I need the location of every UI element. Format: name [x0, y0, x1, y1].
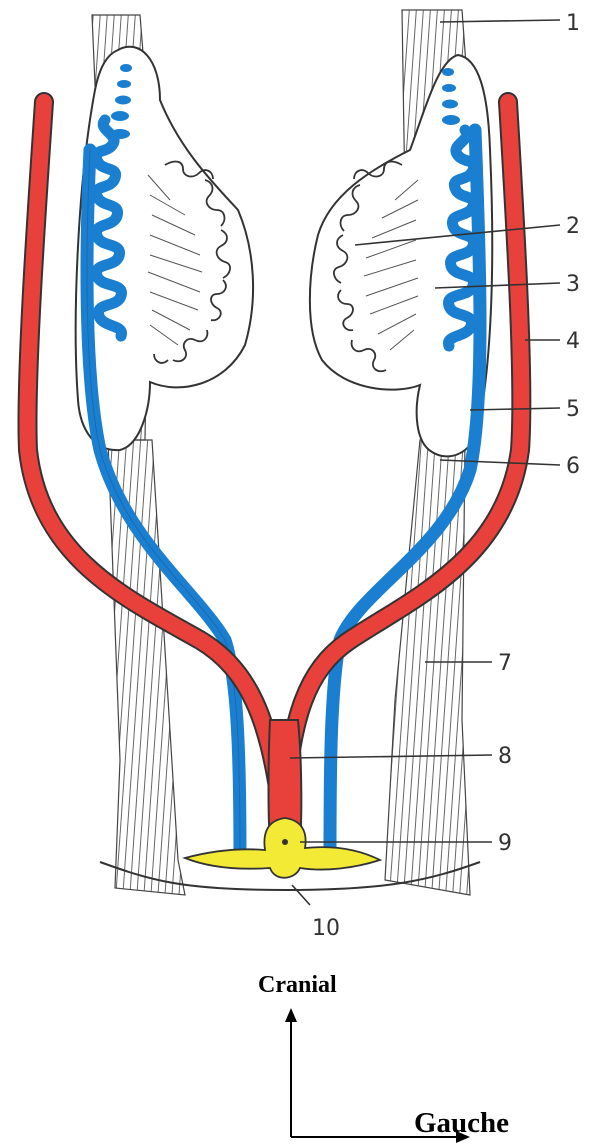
left-direction-label: Gauche	[414, 1107, 509, 1139]
yellow-node-center	[282, 839, 288, 845]
yellow-node	[185, 818, 380, 878]
label-4: 4	[566, 329, 580, 354]
label-8: 8	[498, 744, 512, 769]
label-3: 3	[566, 272, 580, 297]
label-5: 5	[566, 397, 580, 422]
cranial-arrowhead	[285, 1008, 297, 1022]
label-9: 9	[498, 831, 512, 856]
label-2: 2	[566, 214, 580, 239]
label-6: 6	[566, 454, 580, 479]
left-epididymis-body	[76, 47, 253, 450]
label-7: 7	[498, 651, 512, 676]
cranial-label: Cranial	[258, 972, 337, 998]
label-10: 10	[312, 916, 340, 941]
label-1: 1	[566, 11, 580, 36]
